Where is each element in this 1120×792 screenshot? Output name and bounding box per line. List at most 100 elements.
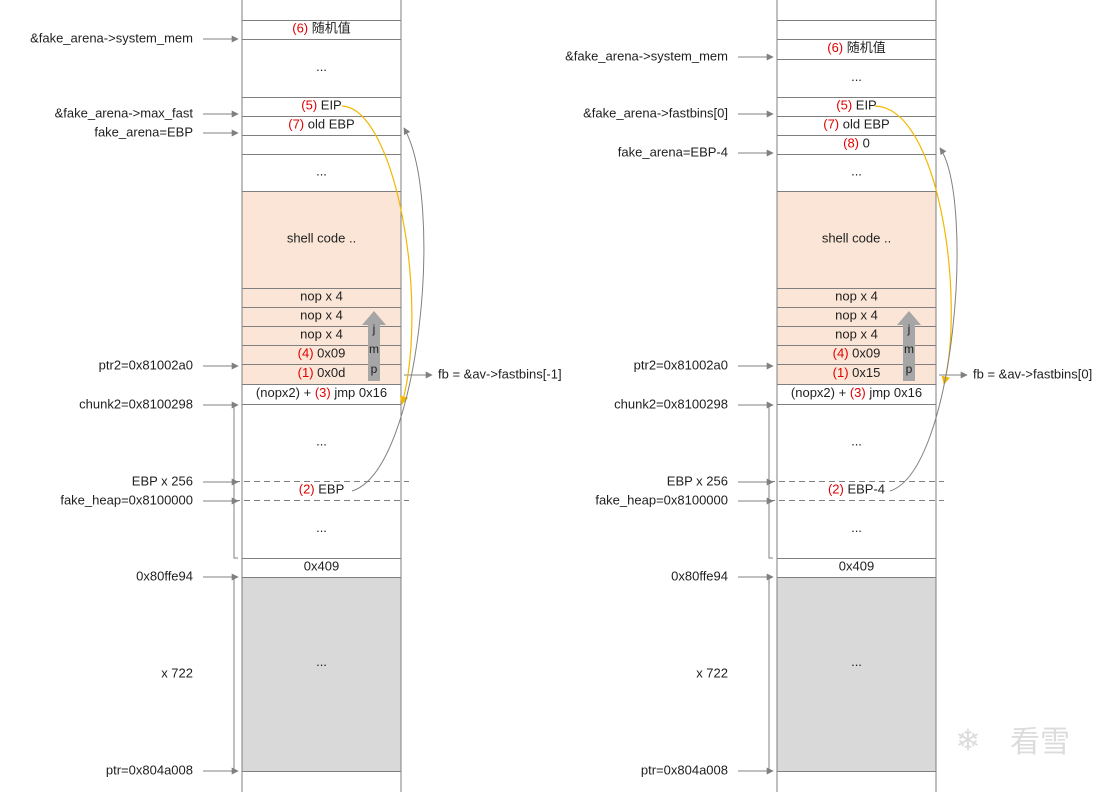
cell-text: shell code .. xyxy=(822,231,891,246)
cell-value: jmp 0x16 xyxy=(866,385,922,400)
cell-text: ... xyxy=(316,434,327,449)
cell-value: EIP xyxy=(852,98,877,113)
cell-value: ... xyxy=(316,59,327,74)
cell-text: 0x409 xyxy=(304,559,339,574)
ebp-pointer-arrow xyxy=(889,147,958,492)
cell-text: (4) 0x09 xyxy=(298,346,346,361)
shellcode-cell-fill xyxy=(242,307,401,326)
cell-index-number: (6) xyxy=(827,40,843,55)
cell-value: 0x409 xyxy=(839,559,874,574)
cell-index-number: (7) xyxy=(823,117,839,132)
chunk-bracket xyxy=(768,404,773,559)
address-label: &fake_arena->max_fast xyxy=(55,105,194,120)
snowflake-logo-icon: ❄ xyxy=(955,724,980,759)
cell-value: nop x 4 xyxy=(300,327,343,342)
shellcode-cell-fill xyxy=(242,364,401,384)
address-label: x 722 xyxy=(161,665,193,680)
chunk-bracket xyxy=(233,404,238,559)
cell-text: 0x409 xyxy=(839,559,874,574)
cell-index-number: (4) xyxy=(298,346,314,361)
cell-index-number: (2) xyxy=(299,482,315,497)
cell-value: 0x409 xyxy=(304,559,339,574)
eip-overwrite-arrow xyxy=(874,105,952,385)
cell-value: shell code .. xyxy=(822,231,891,246)
jmp-arrow-shaft xyxy=(368,323,380,381)
cell-value: ... xyxy=(316,434,327,449)
cell-prefix: (nopx2) + xyxy=(791,385,850,400)
cell-prefix: (nopx2) + xyxy=(256,385,315,400)
cell-text: ... xyxy=(851,164,862,179)
cell-text: nop x 4 xyxy=(835,327,878,342)
shellcode-cell-fill xyxy=(242,326,401,345)
cell-text: (1) 0x0d xyxy=(298,365,346,380)
fastbin-label: fb = &av->fastbins[0] xyxy=(973,366,1092,381)
cell-text: ... xyxy=(316,164,327,179)
cell-text: nop x 4 xyxy=(835,289,878,304)
cell-index-number: (3) xyxy=(315,385,331,400)
cell-value: nop x 4 xyxy=(835,308,878,323)
cell-value: ... xyxy=(851,654,862,669)
cell-value: ... xyxy=(851,434,862,449)
address-label: chunk2=0x8100298 xyxy=(614,396,728,411)
cell-text: (7) old EBP xyxy=(288,117,354,132)
cell-index-number: (5) xyxy=(301,98,317,113)
heap-block-fill xyxy=(777,577,936,771)
cell-text: ... xyxy=(851,434,862,449)
cell-value: ... xyxy=(851,164,862,179)
cell-value: ... xyxy=(316,654,327,669)
cell-value: nop x 4 xyxy=(300,308,343,323)
cell-text: (7) old EBP xyxy=(823,117,889,132)
cell-index-number: (6) xyxy=(292,21,308,36)
cell-value: 0x0d xyxy=(314,365,346,380)
cell-text: ... xyxy=(316,520,327,535)
cell-text: nop x 4 xyxy=(835,308,878,323)
watermark: 看雪 xyxy=(1010,725,1070,760)
cell-text: (8) 0 xyxy=(843,136,870,151)
address-label: chunk2=0x8100298 xyxy=(79,396,193,411)
shellcode-cell-fill xyxy=(777,307,936,326)
jmp-letter: p xyxy=(906,362,913,376)
cell-value: EBP xyxy=(315,482,345,497)
jmp-arrow-head xyxy=(362,311,386,325)
cell-index-number: (5) xyxy=(836,98,852,113)
cell-text: (nopx2) + (3) jmp 0x16 xyxy=(256,385,387,400)
cell-index-number: (8) xyxy=(843,136,859,151)
cell-value: old EBP xyxy=(839,117,890,132)
cell-index-number: (7) xyxy=(288,117,304,132)
cell-value: nop x 4 xyxy=(835,327,878,342)
cell-text: ... xyxy=(316,59,327,74)
address-label: EBP x 256 xyxy=(667,473,728,488)
cell-index-number: (2) xyxy=(828,482,844,497)
cell-text: (4) 0x09 xyxy=(833,346,881,361)
cell-value: ... xyxy=(316,520,327,535)
cell-value: ... xyxy=(851,520,862,535)
ebp-pointer-arrow xyxy=(351,127,425,492)
address-label: ptr2=0x81002a0 xyxy=(99,357,193,372)
cell-value: ... xyxy=(316,164,327,179)
shellcode-cell-fill xyxy=(777,288,936,307)
cell-value: 0x09 xyxy=(314,346,346,361)
address-label: fake_heap=0x8100000 xyxy=(595,492,728,507)
cell-text: (6) 随机值 xyxy=(827,40,886,55)
address-label: x 722 xyxy=(696,665,728,680)
cell-text: shell code .. xyxy=(287,231,356,246)
address-label: fake_arena=EBP-4 xyxy=(618,144,728,159)
cell-text: (1) 0x15 xyxy=(833,365,881,380)
heap-bracket xyxy=(233,576,238,772)
cell-value: 0 xyxy=(859,136,870,151)
shellcode-cell-fill xyxy=(242,345,401,364)
jmp-letter: p xyxy=(371,362,378,376)
shellcode-cell-fill xyxy=(777,364,936,384)
cell-value: nop x 4 xyxy=(300,289,343,304)
shellcode-cell-fill xyxy=(777,326,936,345)
shellcode-cell-fill xyxy=(242,288,401,307)
address-label: EBP x 256 xyxy=(132,473,193,488)
shellcode-cell-fill xyxy=(242,191,401,288)
stack-right xyxy=(738,0,968,792)
cell-index-number: (1) xyxy=(298,365,314,380)
eip-overwrite-arrow xyxy=(341,105,413,405)
cell-value: 0x15 xyxy=(849,365,881,380)
cell-value: nop x 4 xyxy=(835,289,878,304)
